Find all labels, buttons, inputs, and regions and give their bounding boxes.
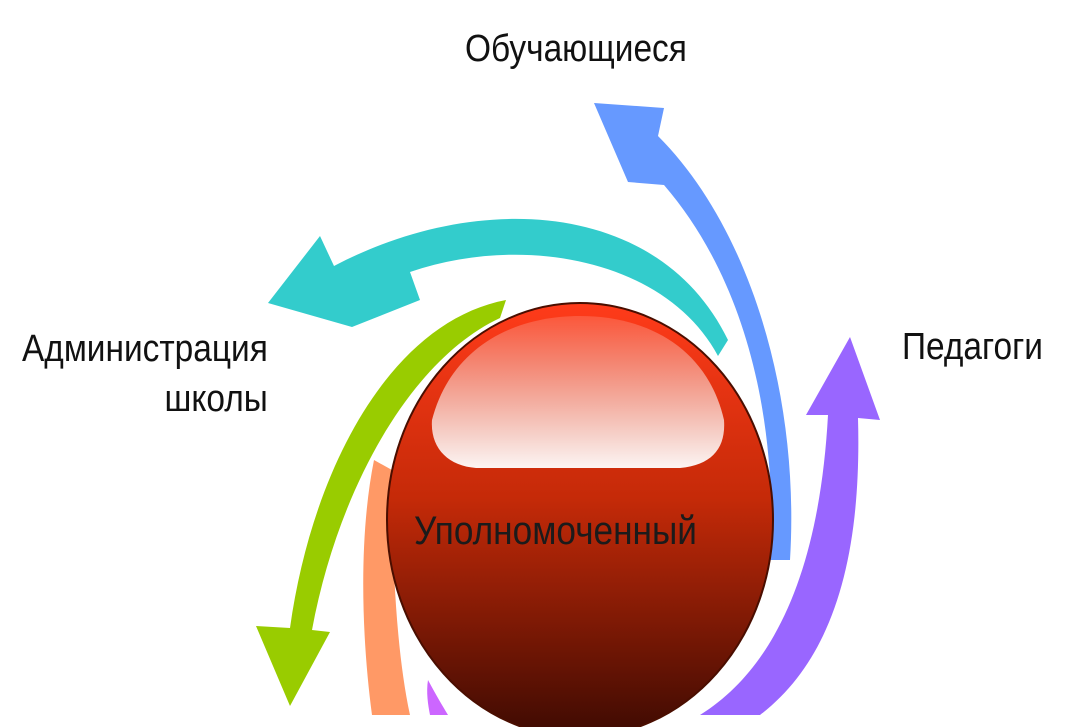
sphere-highlight xyxy=(431,316,725,468)
label-teachers: Педагоги xyxy=(902,326,1043,368)
label-administration: Администрация школы xyxy=(22,324,268,424)
green-arrow xyxy=(256,300,506,706)
purple-arrow xyxy=(700,337,880,715)
label-students: Обучающиеся xyxy=(465,28,687,70)
label-administration-line-2: школы xyxy=(164,378,268,420)
cyan-arrow xyxy=(268,218,728,356)
orange-arrow xyxy=(363,460,410,715)
violet-arrow xyxy=(427,680,448,715)
label-center: Уполномоченный xyxy=(414,509,697,553)
label-administration-line-1: Администрация xyxy=(22,328,268,370)
